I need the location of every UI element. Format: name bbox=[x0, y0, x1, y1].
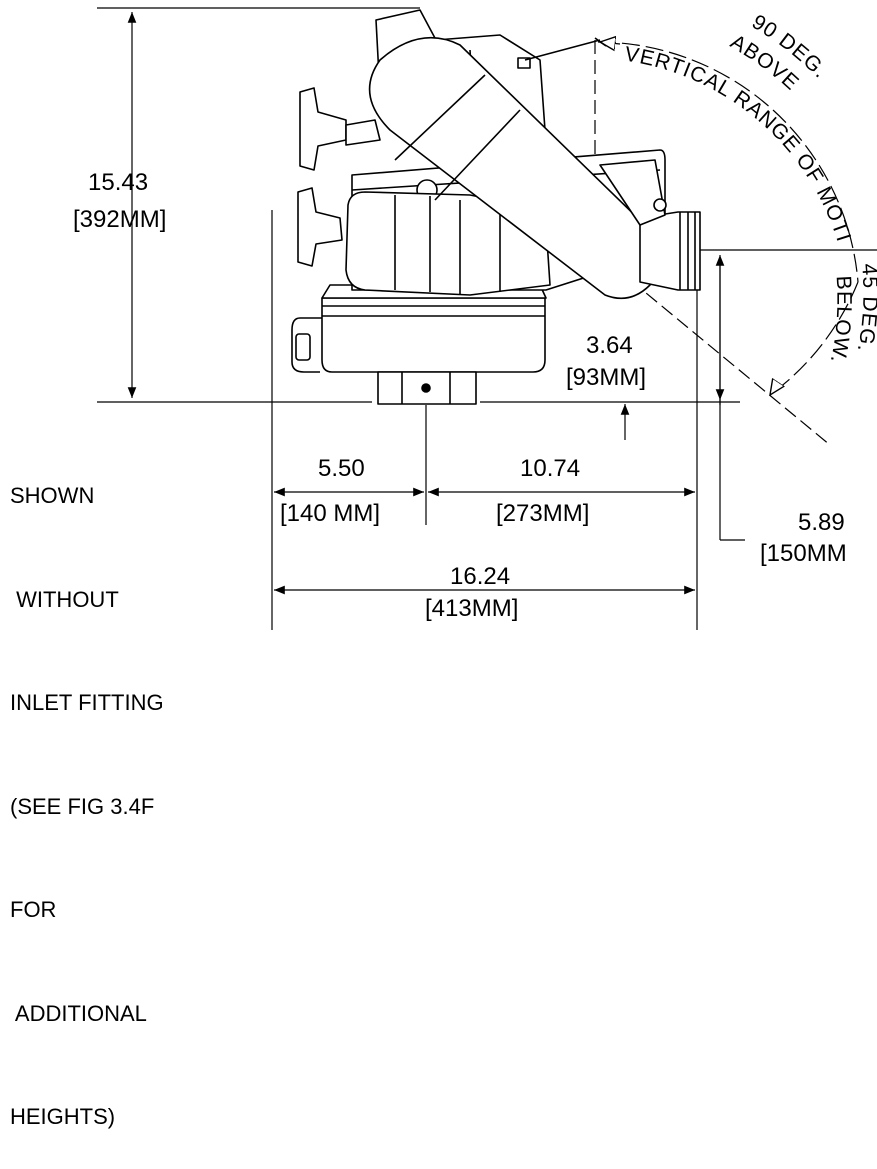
width-total-value: 16.24 bbox=[450, 563, 510, 590]
width-total-metric: [413MM] bbox=[425, 595, 518, 622]
offset-value: 3.64 bbox=[586, 332, 633, 359]
outlet-threads bbox=[639, 211, 701, 291]
below-line1: 45 DEG. bbox=[853, 263, 877, 355]
nozzle-assembly bbox=[291, 9, 701, 405]
inlet-note: SHOWN WITHOUT INLET FITTING (SEE FIG 3.4… bbox=[10, 410, 164, 1169]
width-right-value: 10.74 bbox=[520, 455, 580, 482]
offset-metric: [93MM] bbox=[566, 364, 646, 391]
width-left-value: 5.50 bbox=[318, 455, 365, 482]
lower-barrel bbox=[345, 191, 551, 296]
below-line2-path: BELOW. bbox=[826, 275, 855, 366]
handwheel-lower bbox=[297, 187, 343, 267]
base-housing bbox=[321, 297, 546, 373]
below-line1-path: 45 DEG. bbox=[853, 263, 877, 355]
outlet-height-metric: [150MM bbox=[760, 540, 847, 567]
technical-drawing: 15.43 [392MM] 3.64 [93MM] 5.50 [140 MM] … bbox=[0, 0, 877, 630]
main-barrel bbox=[368, 37, 659, 300]
height-metric: [392MM] bbox=[73, 206, 166, 233]
note-line: ADDITIONAL bbox=[10, 1000, 147, 1026]
width-left-metric: [140 MM] bbox=[280, 500, 380, 527]
handwheel-upper bbox=[299, 87, 347, 171]
note-line: (SEE FIG 3.4F bbox=[10, 793, 155, 819]
width-right-metric: [273MM] bbox=[496, 500, 589, 527]
note-line: WITHOUT bbox=[10, 586, 119, 612]
note-line: INLET FITTING bbox=[10, 690, 164, 715]
height-value: 15.43 bbox=[88, 169, 148, 196]
note-line: FOR bbox=[10, 897, 57, 922]
note-line: SHOWN bbox=[10, 483, 95, 508]
note-line: HEIGHTS) bbox=[10, 1104, 116, 1129]
outlet-height-value: 5.89 bbox=[798, 509, 845, 536]
below-line2: BELOW. bbox=[826, 275, 856, 366]
